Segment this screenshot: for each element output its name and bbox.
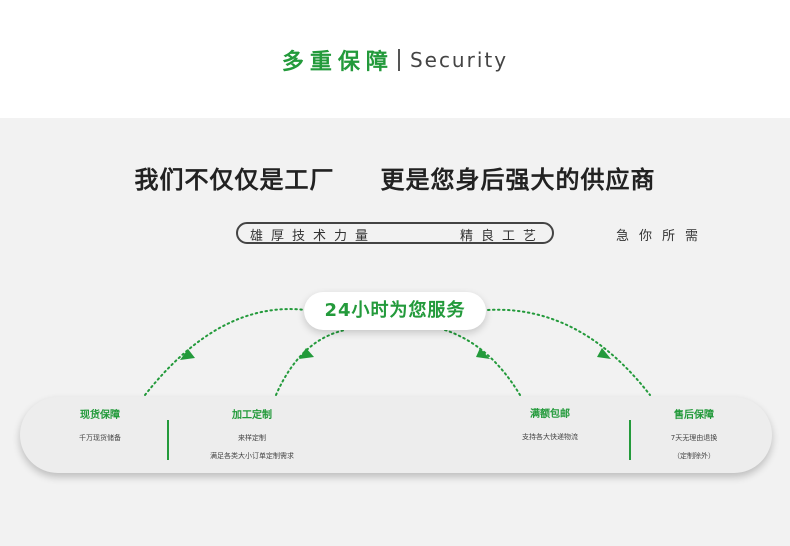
- arc-left-outer: [144, 308, 307, 396]
- arrow-icon-left-outer: [180, 349, 195, 360]
- arrow-icon-left-inner: [299, 348, 314, 359]
- section-title: 售后保障: [674, 410, 714, 421]
- strength-pill: 雄厚技术力量 精良工艺: [236, 222, 554, 244]
- pill-right-text: 精良工艺: [460, 229, 545, 244]
- section-title: 满额包邮: [530, 409, 570, 420]
- headline-part2: 更是您身后强大的供应商: [380, 166, 656, 194]
- section-stock: 现货保障 千万现货储备: [50, 406, 150, 447]
- section-aftersale: 售后保障 7天无理由退换 （定制除外）: [644, 406, 744, 465]
- headline-part1: 我们不仅仅是工厂: [134, 166, 335, 194]
- pill-left-text: 雄厚技术力量: [250, 229, 377, 244]
- service-badge-text: 24小时为您服务: [324, 300, 466, 321]
- section-shipping: 满额包邮 支持各大快递物流: [490, 405, 610, 446]
- service-badge: 24小时为您服务: [304, 292, 486, 330]
- title-chinese: 多重保障: [281, 50, 394, 75]
- section-title: 现货保障: [80, 410, 120, 421]
- arrow-icon-right-outer: [597, 348, 611, 359]
- section-line: （定制除外）: [673, 452, 715, 460]
- headline: 我们不仅仅是工厂 更是您身后强大的供应商: [0, 160, 790, 195]
- bar-divider: [629, 420, 631, 460]
- section-line: 千万现货储备: [79, 434, 121, 442]
- arrow-icon-right-inner: [476, 348, 490, 359]
- arc-right-inner: [444, 329, 521, 396]
- section-line: 来样定制: [238, 434, 266, 442]
- section-line: 满足各类大小订单定制需求: [210, 452, 294, 460]
- title-divider: [397, 49, 400, 71]
- arc-left-inner: [275, 329, 346, 396]
- content-panel: [0, 118, 790, 546]
- section-title: 加工定制: [232, 410, 272, 421]
- section-line: 支持各大快递物流: [522, 433, 578, 441]
- arc-right-outer: [487, 308, 651, 396]
- section-header: 多重保障 Security: [0, 0, 790, 118]
- section-title: 多重保障 Security: [0, 44, 790, 76]
- guarantee-bar: [20, 397, 772, 473]
- section-line: 7天无理由退换: [670, 434, 718, 442]
- tagline: 急你所需: [616, 229, 709, 244]
- bar-divider: [167, 420, 169, 460]
- title-english: Security: [409, 48, 509, 72]
- section-custom: 加工定制 来样定制 满足各类大小订单定制需求: [192, 406, 312, 465]
